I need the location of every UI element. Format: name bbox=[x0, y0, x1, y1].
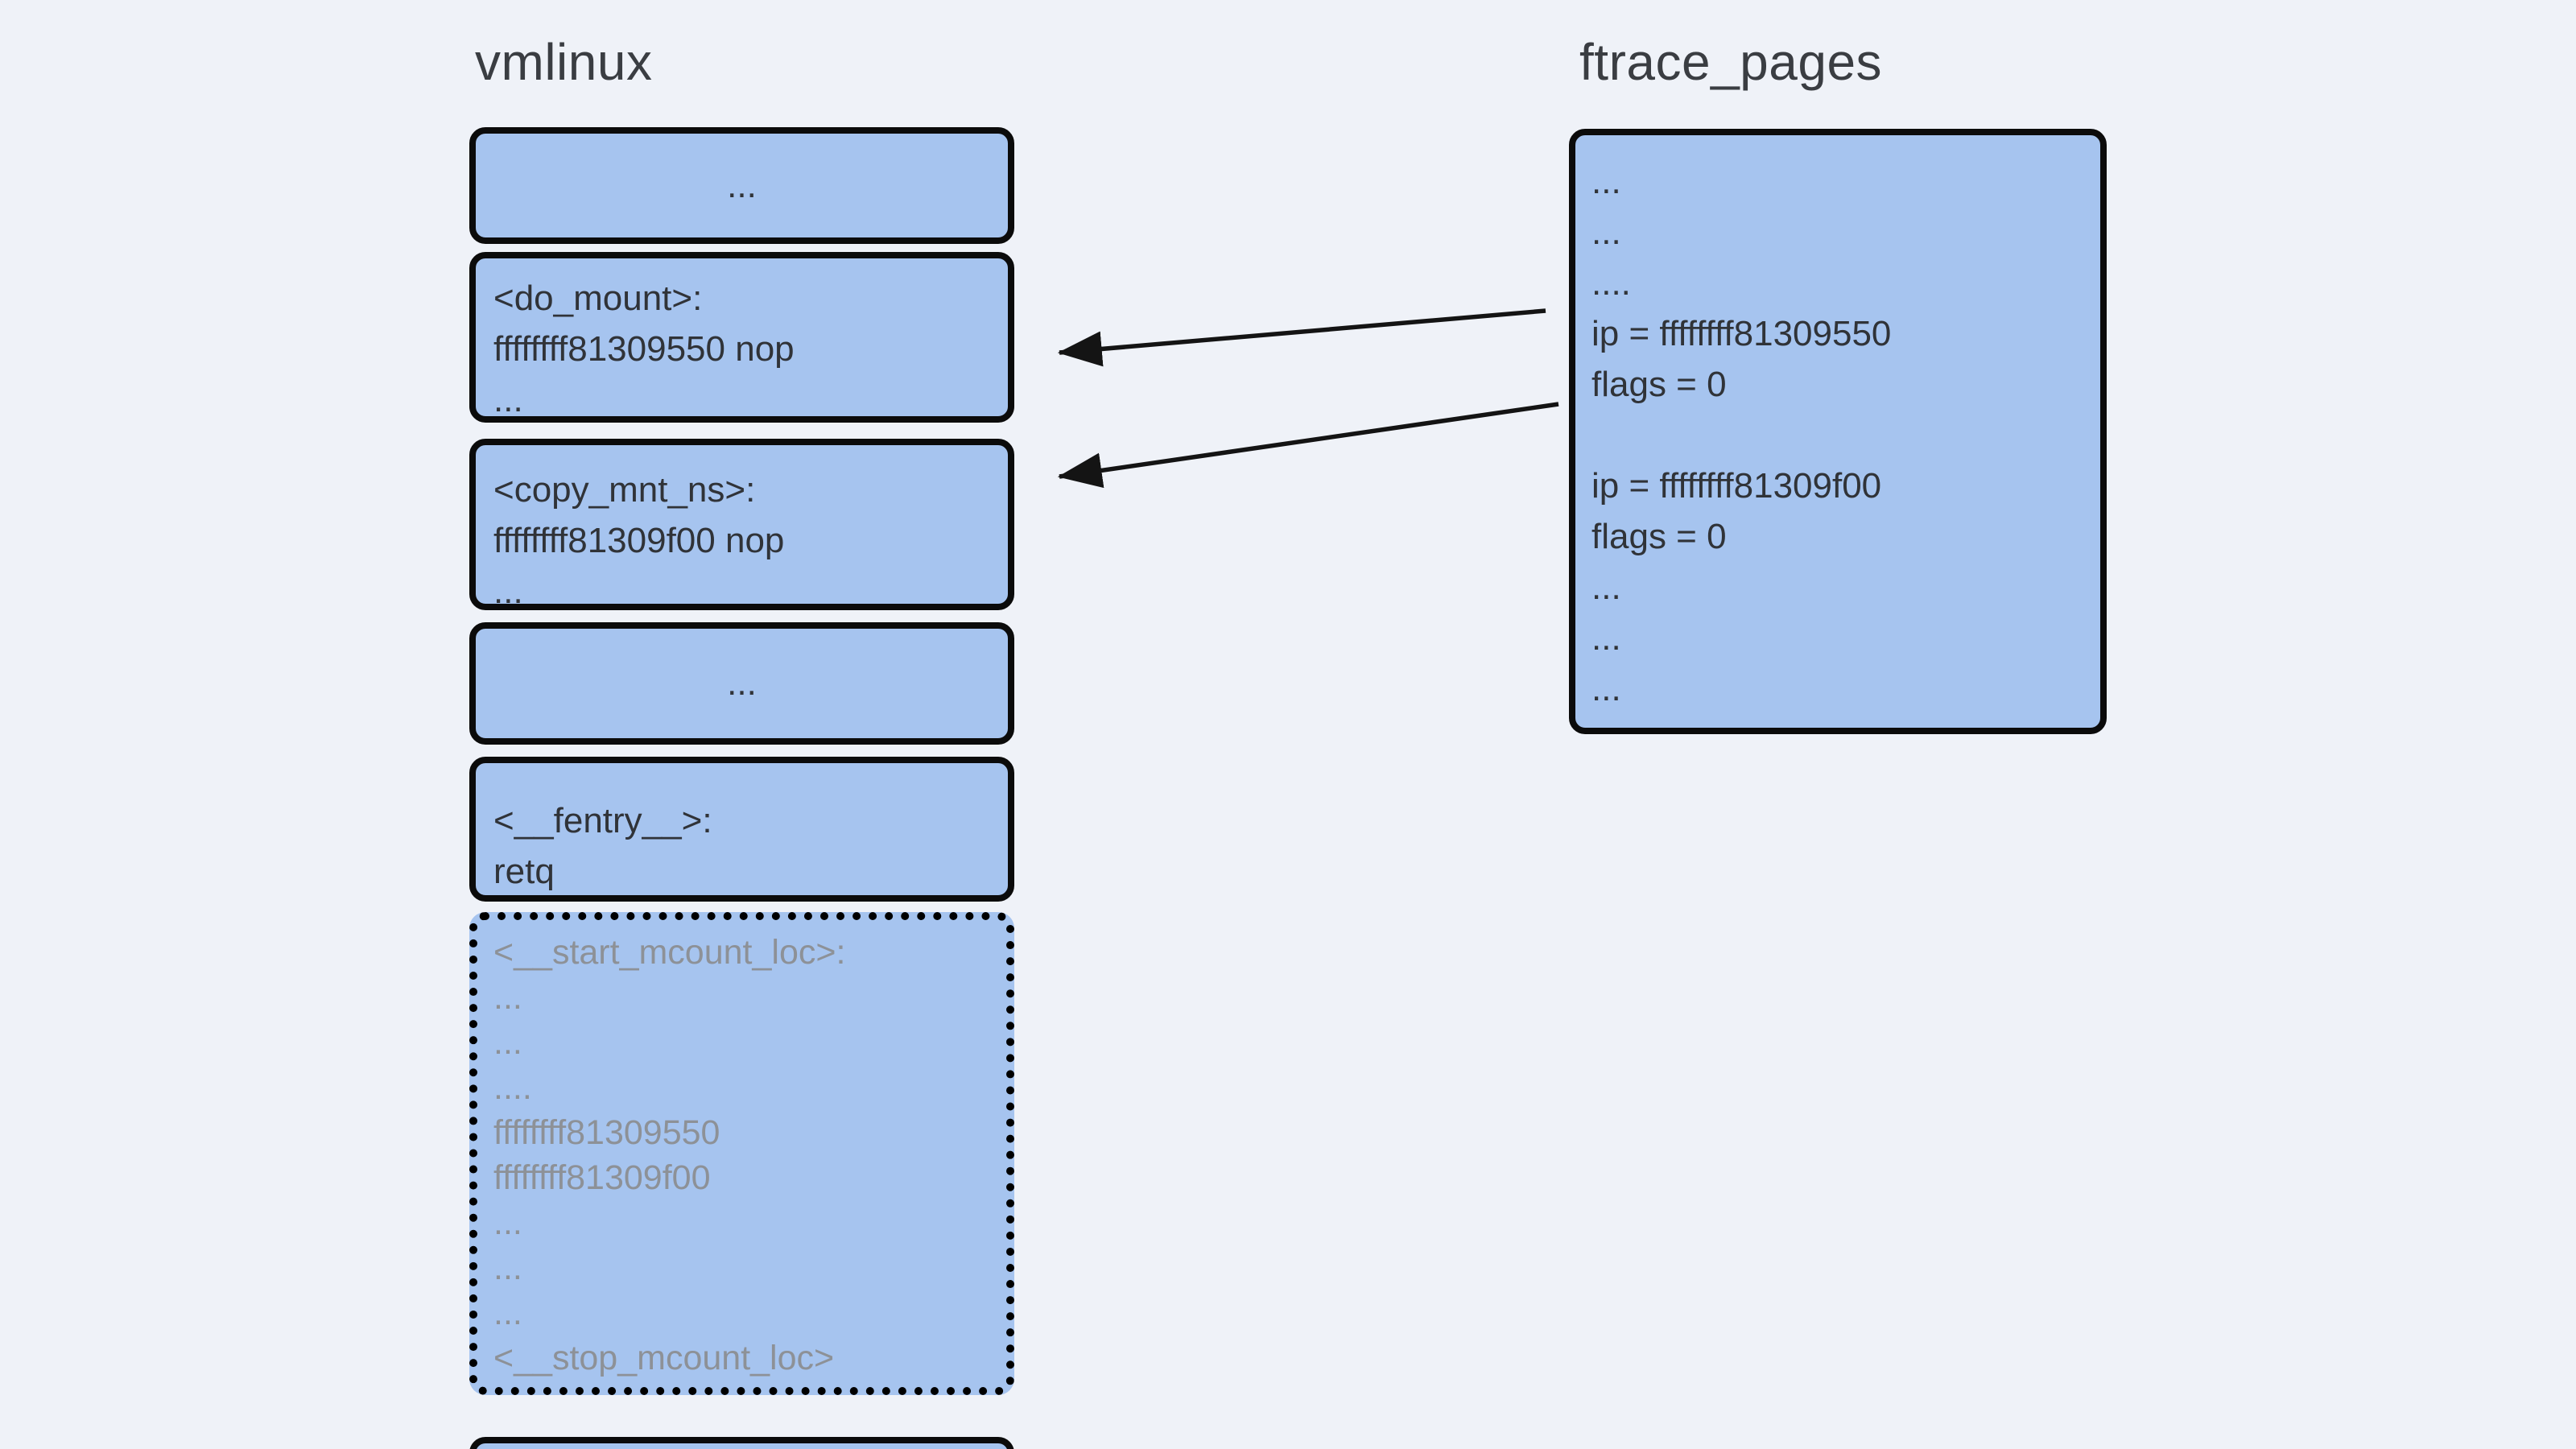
memory-block-ellipsis-mid: ... bbox=[469, 622, 1014, 745]
block-text-line: ... bbox=[493, 1294, 522, 1332]
memory-block-ellipsis-top: ... bbox=[469, 127, 1014, 244]
block-text-line: ... bbox=[493, 978, 522, 1017]
block-text: ... bbox=[727, 166, 757, 206]
memory-block-do-mount: <do_mount>: ffffffff81309550 nop... bbox=[469, 252, 1014, 423]
block-text-line bbox=[1591, 410, 2086, 460]
block-text-line: ... bbox=[493, 380, 523, 419]
block-text-line: ffffffff81309550 bbox=[493, 1113, 720, 1152]
memory-block-fentry: <__fentry__>:retq bbox=[469, 757, 1014, 902]
block-text-line: ... bbox=[1591, 213, 1621, 252]
block-text-line: <__start_mcount_loc>: bbox=[493, 933, 846, 972]
block-text-line: <__stop_mcount_loc> bbox=[493, 1339, 835, 1377]
block-text-line: ... bbox=[1591, 568, 1621, 607]
block-text-line: ... bbox=[493, 1203, 522, 1242]
block-text: <copy_mnt_ns>: ffffffff81309f00 nop... bbox=[476, 445, 1008, 617]
block-text-line: ... bbox=[493, 572, 523, 611]
block-text: <__start_mcount_loc>:.......... ffffffff8… bbox=[477, 920, 1006, 1381]
block-text-line: ... bbox=[727, 165, 757, 205]
block-text-line: <copy_mnt_ns>: bbox=[493, 470, 756, 510]
block-text-line: retq bbox=[493, 852, 555, 891]
block-text-line: ip = ffffffff81309f00 bbox=[1591, 466, 1882, 506]
block-text-line: ... bbox=[493, 1249, 522, 1287]
block-text-line: <__fentry__>: bbox=[493, 801, 712, 840]
memory-block-mcount-loc: <__start_mcount_loc>:.......... ffffffff8… bbox=[469, 912, 1014, 1395]
memory-block-bottom-partial bbox=[469, 1437, 1014, 1449]
ftrace-pages-title: ftrace_pages bbox=[1579, 33, 1883, 91]
block-text-line: ffffffff81309550 nop bbox=[493, 329, 795, 369]
block-text-line: ... bbox=[727, 663, 757, 703]
block-text-line: .... bbox=[1591, 263, 1631, 303]
block-text-line: flags = 0 bbox=[1591, 365, 1727, 404]
block-text-line: ffffffff81309f00 nop bbox=[493, 521, 785, 560]
block-text-line: ip = ffffffff81309550 bbox=[1591, 314, 1892, 353]
block-text-line: ... bbox=[493, 1023, 522, 1062]
arrow-record-81309550-to-do-mount bbox=[1057, 308, 1546, 367]
block-text: <do_mount>: ffffffff81309550 nop... bbox=[476, 258, 1008, 425]
vmlinux-title: vmlinux bbox=[475, 33, 653, 91]
memory-block-copy-mnt-ns: <copy_mnt_ns>: ffffffff81309f00 nop... bbox=[469, 439, 1014, 611]
block-text-line: flags = 0 bbox=[1591, 517, 1727, 556]
block-text-line: ffffffff81309f00 bbox=[493, 1158, 711, 1197]
block-text: ... bbox=[727, 663, 757, 704]
ftrace-pages-records-block: .......... ip = ffffffff81309550 flags = 0… bbox=[1569, 129, 2107, 734]
block-text: .......... ip = ffffffff81309550 flags = 0… bbox=[1575, 135, 2100, 714]
block-text-line: ... bbox=[1591, 618, 1621, 658]
block-text: <__fentry__>:retq bbox=[476, 763, 1008, 897]
block-text-line: ... bbox=[1591, 162, 1621, 201]
block-text-line: .... bbox=[493, 1068, 532, 1107]
block-text-line: ... bbox=[1591, 669, 1621, 708]
block-text-line: <do_mount>: bbox=[493, 279, 703, 318]
arrow-record-81309f00-to-copy-mnt-ns bbox=[1057, 402, 1559, 489]
